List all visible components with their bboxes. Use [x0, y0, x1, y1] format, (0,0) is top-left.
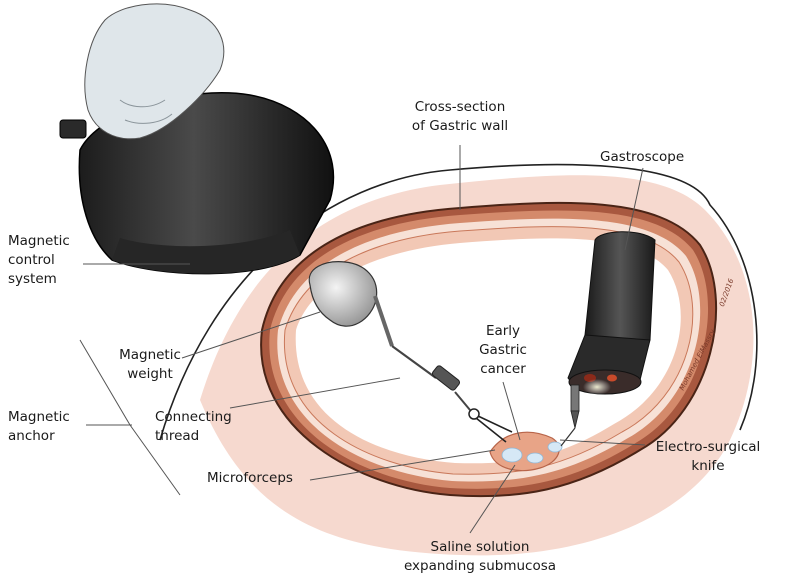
label-connecting-thread-line1: Connecting [155, 409, 232, 425]
magnetic-weight-device [308, 261, 513, 443]
gastroscope-device [560, 231, 656, 447]
early-gastric-cancer-lesion [489, 431, 563, 472]
label-saline-line2: expanding submucosa [403, 558, 557, 574]
label-magnetic-control-line1: Magnetic [8, 233, 70, 249]
label-cross-section-line1: Cross-section [414, 99, 506, 115]
label-cross-section: Cross-section of Gastric wall [400, 98, 520, 136]
label-saline-solution: Saline solution expanding submucosa [400, 538, 560, 576]
label-magnetic-anchor-line1: Magnetic [8, 409, 70, 425]
label-magnetic-control-line2: control [8, 252, 55, 268]
label-early-gastric-cancer: Early Gastric cancer [468, 322, 538, 379]
label-electro-surgical-knife: Electro-surgical knife [648, 438, 768, 476]
label-magnetic-weight-line1: Magnetic [119, 347, 181, 363]
label-magnetic-weight: Magnetic weight [110, 346, 190, 384]
label-magnetic-weight-line2: weight [127, 366, 173, 382]
label-magnetic-control-line3: system [8, 271, 57, 287]
hand-illustration [84, 3, 225, 140]
label-electro-knife-line1: Electro-surgical [655, 439, 761, 455]
label-magnetic-anchor: Magnetic anchor [8, 408, 70, 446]
label-connecting-thread: Connecting thread [155, 408, 232, 446]
label-magnetic-control-system: Magnetic control system [8, 232, 70, 289]
label-early-cancer-line3: cancer [480, 361, 526, 377]
label-microforceps: Microforceps [207, 470, 293, 486]
label-cross-section-line2: of Gastric wall [411, 118, 509, 134]
magnetic-control-device [59, 39, 335, 275]
label-early-cancer-line2: Gastric [479, 342, 527, 358]
label-electro-knife-line2: knife [691, 458, 725, 474]
label-gastroscope: Gastroscope [600, 149, 685, 165]
stomach-lumen [295, 238, 681, 464]
label-connecting-thread-line2: thread [155, 428, 200, 444]
label-saline-line1: Saline solution [430, 539, 530, 555]
leader-lines [79, 145, 646, 534]
label-magnetic-anchor-line2: anchor [8, 428, 55, 444]
label-early-cancer-line1: Early [485, 323, 521, 339]
